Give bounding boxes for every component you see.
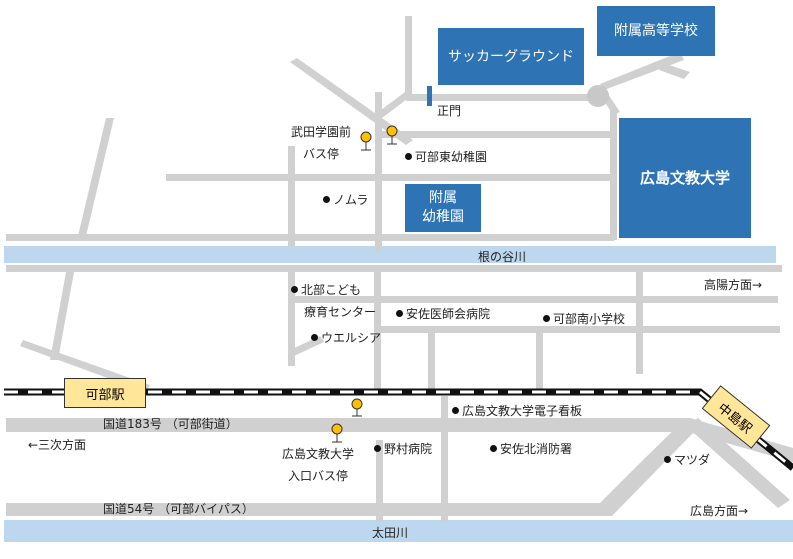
kindergarten-label: 附属 幼稚園	[422, 190, 464, 225]
dot-icon	[543, 315, 550, 322]
dot-icon	[291, 286, 298, 293]
kindergarten: 附属 幼稚園	[405, 184, 481, 232]
dot-icon	[311, 334, 318, 341]
miyoshi-direction: ←三次方面	[28, 438, 87, 452]
roundabout	[587, 85, 609, 107]
landmark-kabe-higashi-kindergarten: 可部東幼稚園	[405, 149, 487, 165]
landmark-label: 可部東幼稚園	[415, 150, 488, 164]
takeda-bus-stop-label: 武田学園前 バス停	[284, 124, 358, 162]
ota-river	[4, 520, 793, 542]
landmark-label-line2: 療育センター	[304, 305, 377, 319]
railway	[4, 388, 793, 471]
main-gate-label: 正門	[437, 104, 462, 118]
entrance-line2: 入口バス停	[287, 469, 348, 483]
landmark-label: 可部南小学校	[553, 312, 626, 326]
landmark-kabe-minami-school: 可部南小学校	[543, 311, 625, 327]
landmark-label: ノムラ	[333, 193, 369, 207]
ota-river-label: 太田川	[372, 526, 409, 540]
route183-label: 国道183号 （可部街道）	[103, 417, 238, 431]
landmark-nomura-hospital: 野村病院	[374, 441, 432, 457]
entrance-line1: 広島文教大学	[281, 447, 354, 461]
soccer-ground: サッカーグラウンド	[438, 28, 584, 85]
landmark-label: 野村病院	[384, 442, 433, 456]
landmark-label: 安佐医師会病院	[406, 307, 491, 321]
landmark-aki-hospital: 安佐医師会病院	[396, 306, 490, 322]
dot-icon	[396, 310, 403, 317]
takeda-line2: バス停	[302, 147, 339, 161]
nenotani-river-label: 根の谷川	[478, 250, 527, 264]
landmark-label: マツダ	[674, 453, 711, 467]
landmark-hokubu-center: 北部こども 療育センター	[291, 282, 376, 320]
entrance-bus-stop-label: 広島文教大学 入口バス停	[270, 446, 366, 484]
dot-icon	[490, 445, 497, 452]
kabe-station-label: 可部駅	[85, 387, 125, 403]
landmark-mazda: マツダ	[664, 452, 710, 468]
main-gate-marker	[427, 86, 432, 106]
takeda-line1: 武田学園前	[290, 125, 351, 139]
landmark-nomura: ノムラ	[323, 192, 368, 208]
route54-label: 国道54号 （可部バイパス）	[103, 502, 254, 516]
university: 広島文教大学	[619, 118, 751, 238]
dot-icon	[664, 456, 671, 463]
takaya-direction: 高陽方面→	[704, 278, 763, 292]
landmark-signboard: 広島文教大学電子看板	[452, 403, 582, 419]
kabe-station: 可部駅	[64, 378, 146, 408]
dot-icon	[323, 196, 330, 203]
landmark-label: ウエルシア	[321, 331, 382, 345]
dot-icon	[405, 153, 412, 160]
landmark-label: 北部こども	[301, 283, 362, 297]
soccer-ground-label: サッカーグラウンド	[448, 48, 574, 65]
university-label: 広島文教大学	[639, 169, 730, 187]
hiroshima-direction: 広島方面→	[690, 504, 749, 518]
landmark-label: 安佐北消防署	[500, 442, 573, 456]
nenotani-river	[4, 246, 776, 263]
high-school: 附属高等学校	[597, 6, 715, 56]
dot-icon	[374, 445, 381, 452]
dot-icon	[452, 407, 459, 414]
landmark-welcia: ウエルシア	[311, 330, 381, 346]
bus-stop-pins	[331, 125, 398, 443]
high-school-label: 附属高等学校	[614, 23, 698, 39]
landmark-asakita-fire: 安佐北消防署	[490, 441, 572, 457]
landmark-label: 広島文教大学電子看板	[462, 404, 583, 418]
